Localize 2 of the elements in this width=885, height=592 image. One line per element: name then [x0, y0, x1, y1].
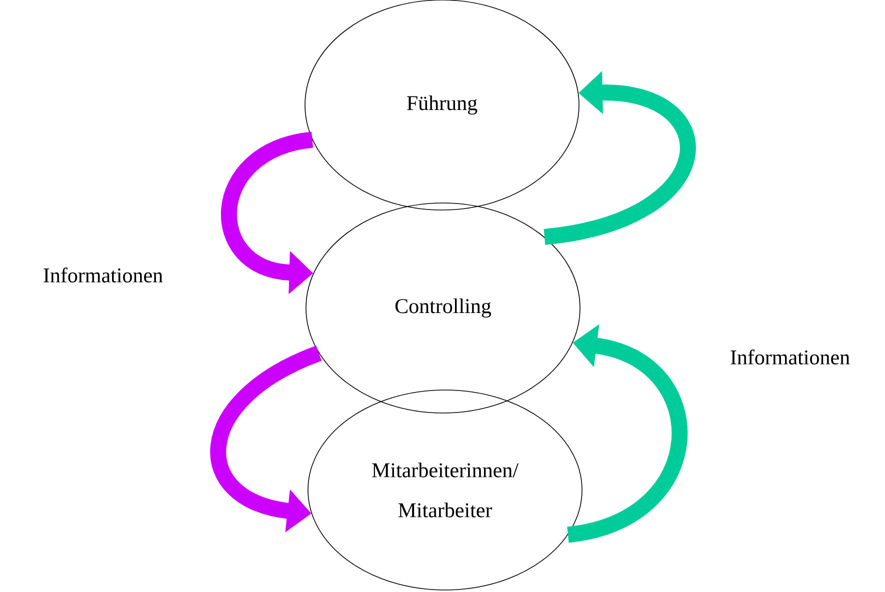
label-text: Informationen: [730, 350, 850, 364]
label-text: Informationen: [44, 268, 163, 282]
